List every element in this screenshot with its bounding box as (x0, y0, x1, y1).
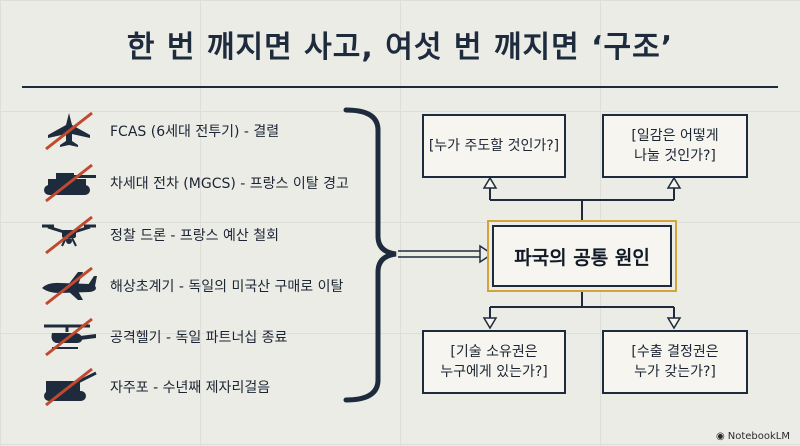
project-label: 공격헬기 - 독일 파트너십 종료 (110, 330, 288, 346)
cause-label: [누가 주도할 것인가?] (428, 138, 560, 154)
project-item-drone: 정찰 드론 - 프랑스 예산 철회 (38, 215, 368, 255)
project-item-fcas: FCAS (6세대 전투기) - 결렬 (38, 111, 368, 151)
notebooklm-logo-icon: ◉ (716, 431, 725, 442)
project-label: 정찰 드론 - 프랑스 예산 철회 (110, 228, 279, 244)
fighter-jet-icon (38, 111, 100, 151)
project-item-howitzer: 자주포 - 수년째 제자리걸음 (38, 367, 368, 407)
cause-label: [수출 결정권은 누가 갖는가?] (631, 344, 719, 380)
page-title: 한 번 깨지면 사고, 여섯 번 깨지면 ‘구조’ (126, 30, 674, 65)
cause-box-export-authority: [수출 결정권은 누가 갖는가?] (602, 330, 748, 394)
drone-icon (38, 215, 100, 255)
common-cause-box: 파국의 공통 원인 (492, 225, 672, 287)
project-item-attack-helicopter: 공격헬기 - 독일 파트너십 종료 (38, 317, 368, 357)
cause-box-leadership: [누가 주도할 것인가?] (422, 114, 566, 178)
project-item-patrol-aircraft: 해상초계기 - 독일의 미국산 구매로 이탈 (38, 266, 368, 306)
common-cause-label: 파국의 공통 원인 (514, 246, 650, 269)
title-divider (22, 86, 778, 88)
project-label: 차세대 전차 (MGCS) - 프랑스 이탈 경고 (110, 176, 349, 192)
patrol-aircraft-icon (38, 266, 100, 306)
project-label: 해상초계기 - 독일의 미국산 구매로 이탈 (110, 279, 344, 295)
watermark: ◉ NotebookLM (716, 431, 790, 442)
tank-icon (38, 163, 100, 203)
cause-label: [기술 소유권은 누구에게 있는가?] (440, 344, 548, 380)
project-item-mgcs: 차세대 전차 (MGCS) - 프랑스 이탈 경고 (38, 163, 368, 203)
cause-box-technology-ownership: [기술 소유권은 누구에게 있는가?] (422, 330, 566, 394)
self-propelled-howitzer-icon (38, 367, 100, 407)
cause-box-work-share: [일감은 어떻게 나눌 것인가?] (602, 114, 748, 178)
cause-label: [일감은 어떻게 나눌 것인가?] (631, 128, 719, 164)
helicopter-icon (38, 317, 100, 357)
project-label: FCAS (6세대 전투기) - 결렬 (110, 124, 280, 140)
watermark-label: NotebookLM (727, 431, 790, 442)
project-label: 자주포 - 수년째 제자리걸음 (110, 380, 271, 396)
